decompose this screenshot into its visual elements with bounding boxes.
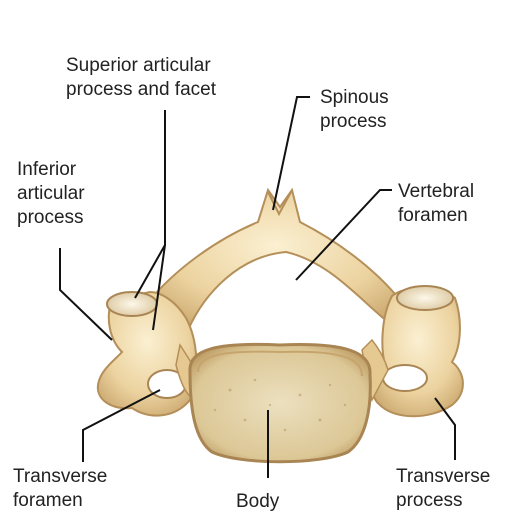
label-spinous-process: Spinous process [320,86,389,134]
vertebral-body [190,344,370,461]
right-superior-facet [397,286,453,310]
label-vertebral-foramen: Vertebral foramen [398,180,474,228]
label-transverse-process: Transverse process [396,465,490,513]
label-transverse-foramen: Transverse foramen [13,465,107,513]
right-transverse-foramen [383,365,427,391]
vertebral-arch [150,190,400,330]
label-inferior-articular: Inferior articular process [17,158,85,230]
label-superior-articular: Superior articular process and facet [66,54,216,102]
left-superior-facet [107,292,157,316]
leader-inferior-articular [60,248,112,340]
label-body: Body [236,490,279,514]
